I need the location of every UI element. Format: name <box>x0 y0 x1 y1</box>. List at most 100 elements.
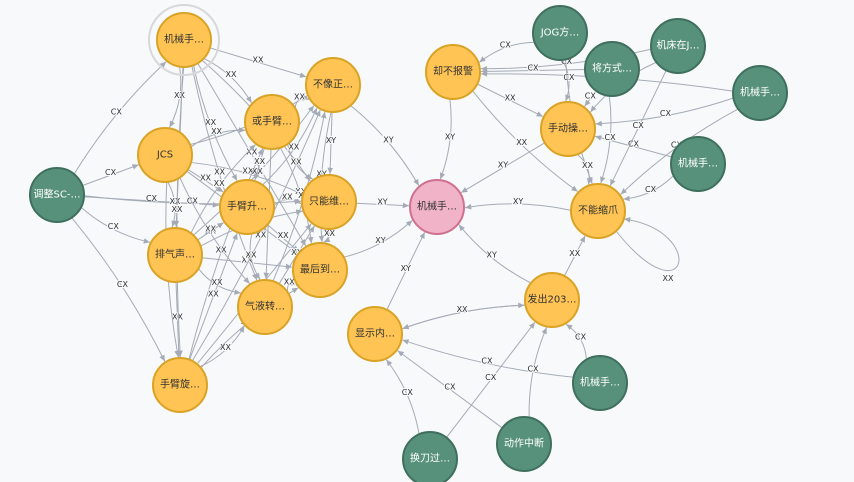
node-bxz[interactable]: 不像正… <box>305 57 361 113</box>
node-bnsz[interactable]: 不能缩爪 <box>570 183 626 239</box>
node-circle[interactable] <box>570 183 626 239</box>
edge-fc-jxc: XY <box>458 224 532 284</box>
edge-line <box>561 59 571 102</box>
edge-tz-jcs: CX <box>82 164 139 187</box>
node-circle[interactable] <box>152 357 208 413</box>
node-circle[interactable] <box>305 57 361 113</box>
node-jxc[interactable]: 机械手… <box>409 179 465 235</box>
edge-label: CX <box>500 41 512 50</box>
edge-line <box>600 95 612 184</box>
node-jxr[interactable]: 机械手… <box>732 65 788 121</box>
node-circle[interactable] <box>650 18 706 74</box>
node-jog[interactable]: JOG方… <box>532 5 588 61</box>
node-circle[interactable] <box>402 431 458 482</box>
edge-label: XX <box>291 248 302 257</box>
edge-line <box>188 148 264 360</box>
node-jxb[interactable]: 机械手… <box>572 355 628 411</box>
edge-label: XX <box>288 142 299 151</box>
edge-qbbj-sdc: XX <box>476 83 544 118</box>
edge-jfs-qbbj: CX <box>480 62 586 75</box>
edge-line <box>176 66 185 358</box>
edge-bxz-znw: XY <box>325 111 337 175</box>
node-sbx[interactable]: 手臂旋… <box>152 357 208 413</box>
edge-label: XY <box>487 251 497 260</box>
node-jcz[interactable]: 机床在J… <box>650 18 706 74</box>
node-qbbj[interactable]: 却不报警 <box>425 44 481 100</box>
node-circle[interactable] <box>147 227 203 283</box>
edge-jcs-hsb: XX <box>190 126 246 148</box>
edge-jfs-sdc: CX <box>584 90 597 107</box>
edge-line <box>190 127 246 148</box>
edge-pqs-sbx: XX <box>171 281 184 358</box>
node-circle[interactable] <box>219 179 275 235</box>
edge-line <box>82 164 139 187</box>
edge-jcs-sbs: XX <box>187 169 224 193</box>
node-circle[interactable] <box>584 41 640 97</box>
edge-xsn-jxc: XY <box>386 231 426 310</box>
edge-label: XX <box>246 250 257 259</box>
edge-label: XX <box>169 197 180 206</box>
edge-jxs-zhd: XX <box>197 62 307 247</box>
node-circle[interactable] <box>425 44 481 100</box>
edge-label: CX <box>146 194 158 203</box>
edge-line <box>563 235 586 277</box>
edge-hdg-fc: CX <box>446 321 536 438</box>
node-znw[interactable]: 只能维… <box>301 174 357 230</box>
node-jxg[interactable]: 机械手… <box>670 136 726 192</box>
edge-label: XX <box>582 161 593 170</box>
node-circle[interactable] <box>347 306 403 362</box>
edge-label: XX <box>242 167 253 176</box>
edge-znw-zhd: XX <box>323 228 337 243</box>
node-circle[interactable] <box>409 179 465 235</box>
node-circle[interactable] <box>524 272 580 328</box>
node-zhd[interactable]: 最后到… <box>292 242 348 298</box>
edge-label: XX <box>253 55 264 64</box>
selection-ring <box>148 4 220 76</box>
node-circle[interactable] <box>732 65 788 121</box>
node-circle[interactable] <box>137 127 193 183</box>
node-circle[interactable] <box>244 94 300 150</box>
node-sdc[interactable]: 手动操… <box>540 101 596 157</box>
edge-line <box>458 224 532 284</box>
edge-label: XX <box>458 305 469 314</box>
edge-line <box>476 83 544 118</box>
node-qyz[interactable]: 气液转… <box>237 279 293 335</box>
node-circle[interactable] <box>292 242 348 298</box>
node-circle[interactable] <box>670 136 726 192</box>
edge-jxr-sdc: CX <box>595 97 734 127</box>
edge-line <box>169 66 182 128</box>
node-circle[interactable] <box>540 101 596 157</box>
edge-line <box>197 222 224 241</box>
edge-bxz-jxc: XY <box>350 105 420 186</box>
edge-label: XX <box>505 93 516 102</box>
edge-label: CX <box>444 382 456 391</box>
edge-line <box>203 57 252 104</box>
node-tz[interactable]: 调整SC-… <box>29 167 85 223</box>
edge-line <box>167 181 177 228</box>
node-jcs[interactable]: JCS <box>137 127 193 183</box>
node-circle[interactable] <box>156 12 212 68</box>
node-circle[interactable] <box>237 279 293 335</box>
node-circle[interactable] <box>532 5 588 61</box>
node-circle[interactable] <box>29 167 85 223</box>
node-hsb[interactable]: 或手臂… <box>244 94 300 150</box>
edge-label: XX <box>211 127 222 136</box>
node-jxs[interactable]: 机械手… <box>148 4 220 76</box>
edge-qbbj-jxc: XY <box>439 98 456 180</box>
node-hdg[interactable]: 换刀过… <box>402 431 458 482</box>
edge-jxb-fc: CX <box>565 323 588 360</box>
edge-label: XX <box>282 193 293 202</box>
node-jfs[interactable]: 将方式… <box>584 41 640 97</box>
node-pqs[interactable]: 排气声… <box>147 227 203 283</box>
node-sbs[interactable]: 手臂升… <box>219 179 275 235</box>
node-xsn[interactable]: 显示内… <box>347 306 403 362</box>
edge-jxs-jcs: XX <box>169 66 187 128</box>
node-circle[interactable] <box>301 174 357 230</box>
edge-bnsz-bnsz: XX <box>615 217 680 284</box>
node-fc[interactable]: 发出203… <box>524 272 580 328</box>
node-dzzd[interactable]: 动作中断 <box>496 416 552 472</box>
node-circle[interactable] <box>572 355 628 411</box>
node-circle[interactable] <box>496 416 552 472</box>
